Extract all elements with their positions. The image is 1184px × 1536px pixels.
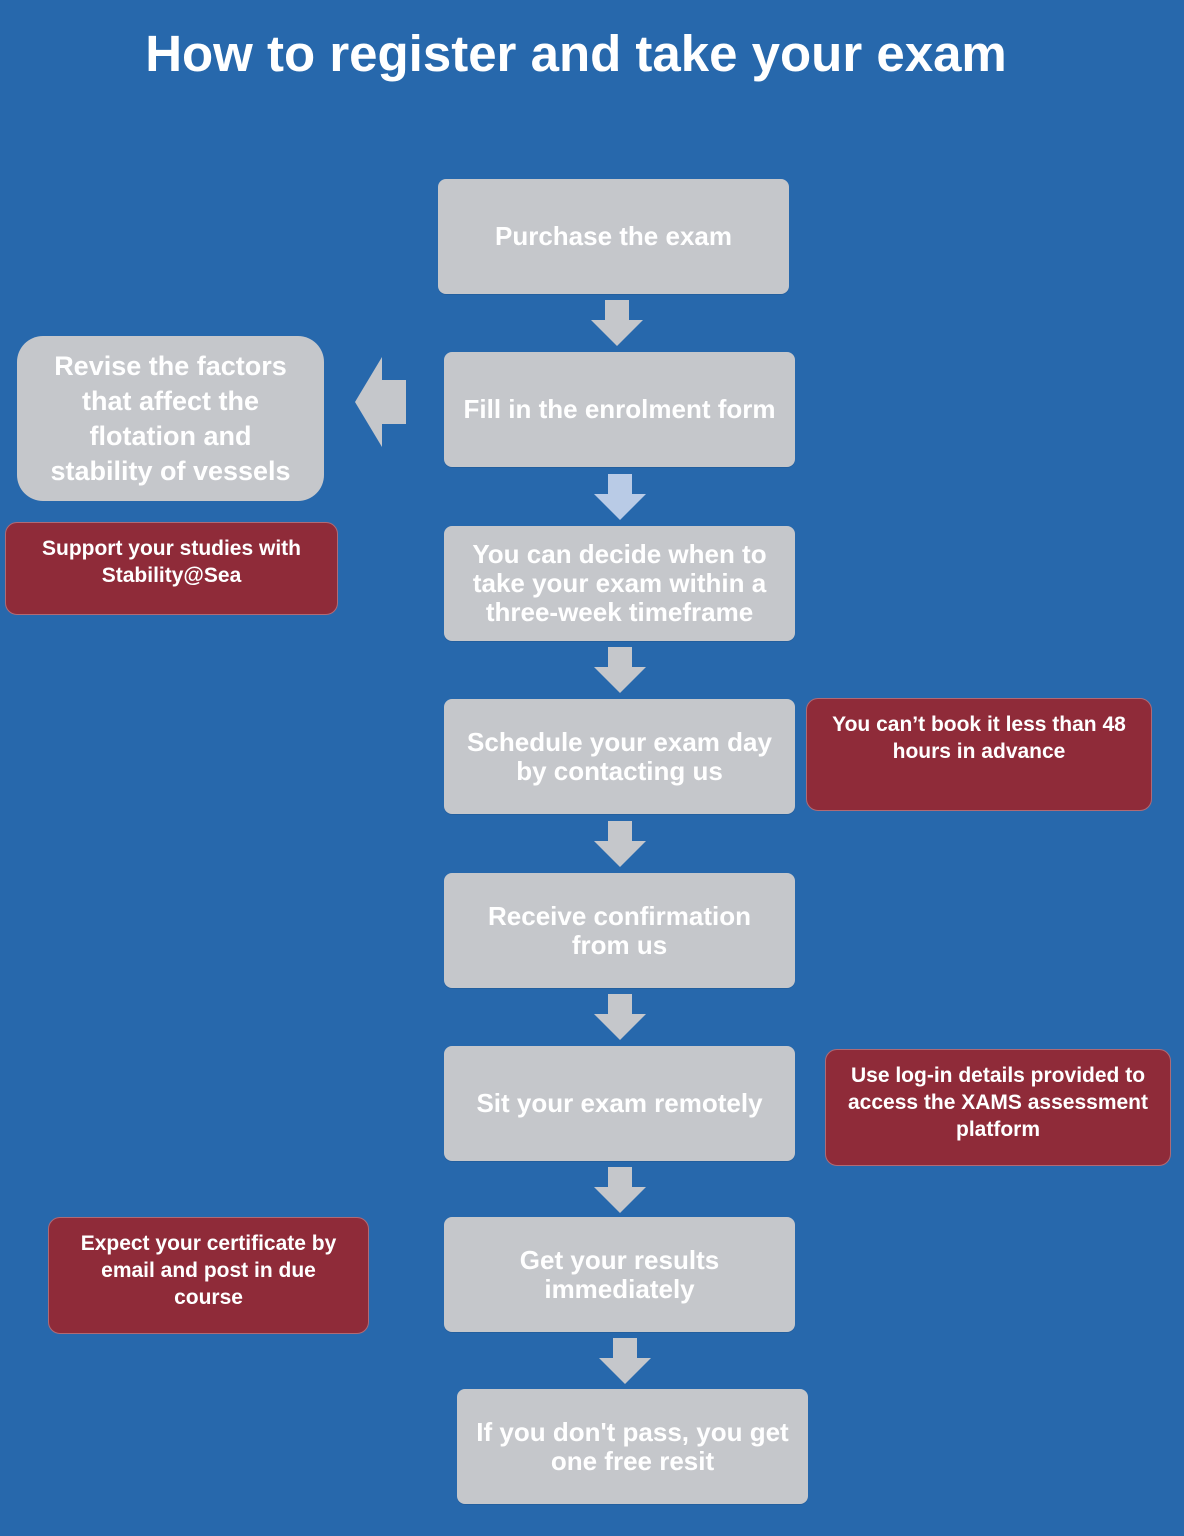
down-arrow-icon (594, 647, 646, 693)
step-label: Sit your exam remotely (476, 1088, 763, 1118)
down-arrow-icon (594, 994, 646, 1040)
step-revise-factors: Revise the factors that affect the flota… (17, 336, 324, 501)
step-receive-confirmation: Receive confirmation from us (444, 873, 795, 988)
note-login-details: Use log-in details provided to access th… (825, 1049, 1171, 1166)
down-arrow-icon (594, 474, 646, 520)
step-label: You can decide when to take your exam wi… (472, 539, 767, 627)
step-label: Fill in the enrolment form (463, 394, 776, 424)
step-decide-timeframe: You can decide when to take your exam wi… (444, 526, 795, 641)
note-support-studies: Support your studies with Stability@Sea (5, 522, 338, 615)
step-sit-exam: Sit your exam remotely (444, 1046, 795, 1161)
down-arrow-icon (594, 1167, 646, 1213)
page-title: How to register and take your exam (145, 25, 1007, 82)
note-label: Use log-in details provided to access th… (848, 1064, 1148, 1141)
down-arrow-icon (594, 821, 646, 867)
step-purchase-exam: Purchase the exam (438, 179, 789, 294)
step-get-results: Get your results immediately (444, 1217, 795, 1332)
step-label: Purchase the exam (494, 221, 732, 251)
step-label: If you don't pass, you get one free resi… (476, 1416, 789, 1476)
note-certificate: Expect your certificate by email and pos… (48, 1217, 369, 1334)
note-label: Expect your certificate by email and pos… (80, 1232, 337, 1309)
note-label: Support your studies with Stability@Sea (41, 537, 301, 587)
down-arrow-icon (591, 300, 643, 346)
step-schedule-exam: Schedule your exam day by contacting us (444, 699, 795, 814)
step-label: Schedule your exam day by contacting us (467, 726, 772, 786)
note-label: You can’t book it less than 48 hours in … (832, 713, 1126, 763)
step-label: Get your results immediately (519, 1244, 720, 1304)
note-booking-advance: You can’t book it less than 48 hours in … (806, 698, 1152, 811)
down-arrow-icon (599, 1338, 651, 1384)
step-label: Receive confirmation from us (488, 900, 751, 960)
side-step-label: Revise the factors that affect the flota… (50, 350, 291, 486)
step-free-resit: If you don't pass, you get one free resi… (457, 1389, 808, 1504)
step-enrolment-form: Fill in the enrolment form (444, 352, 795, 467)
left-arrow-icon (355, 357, 407, 447)
